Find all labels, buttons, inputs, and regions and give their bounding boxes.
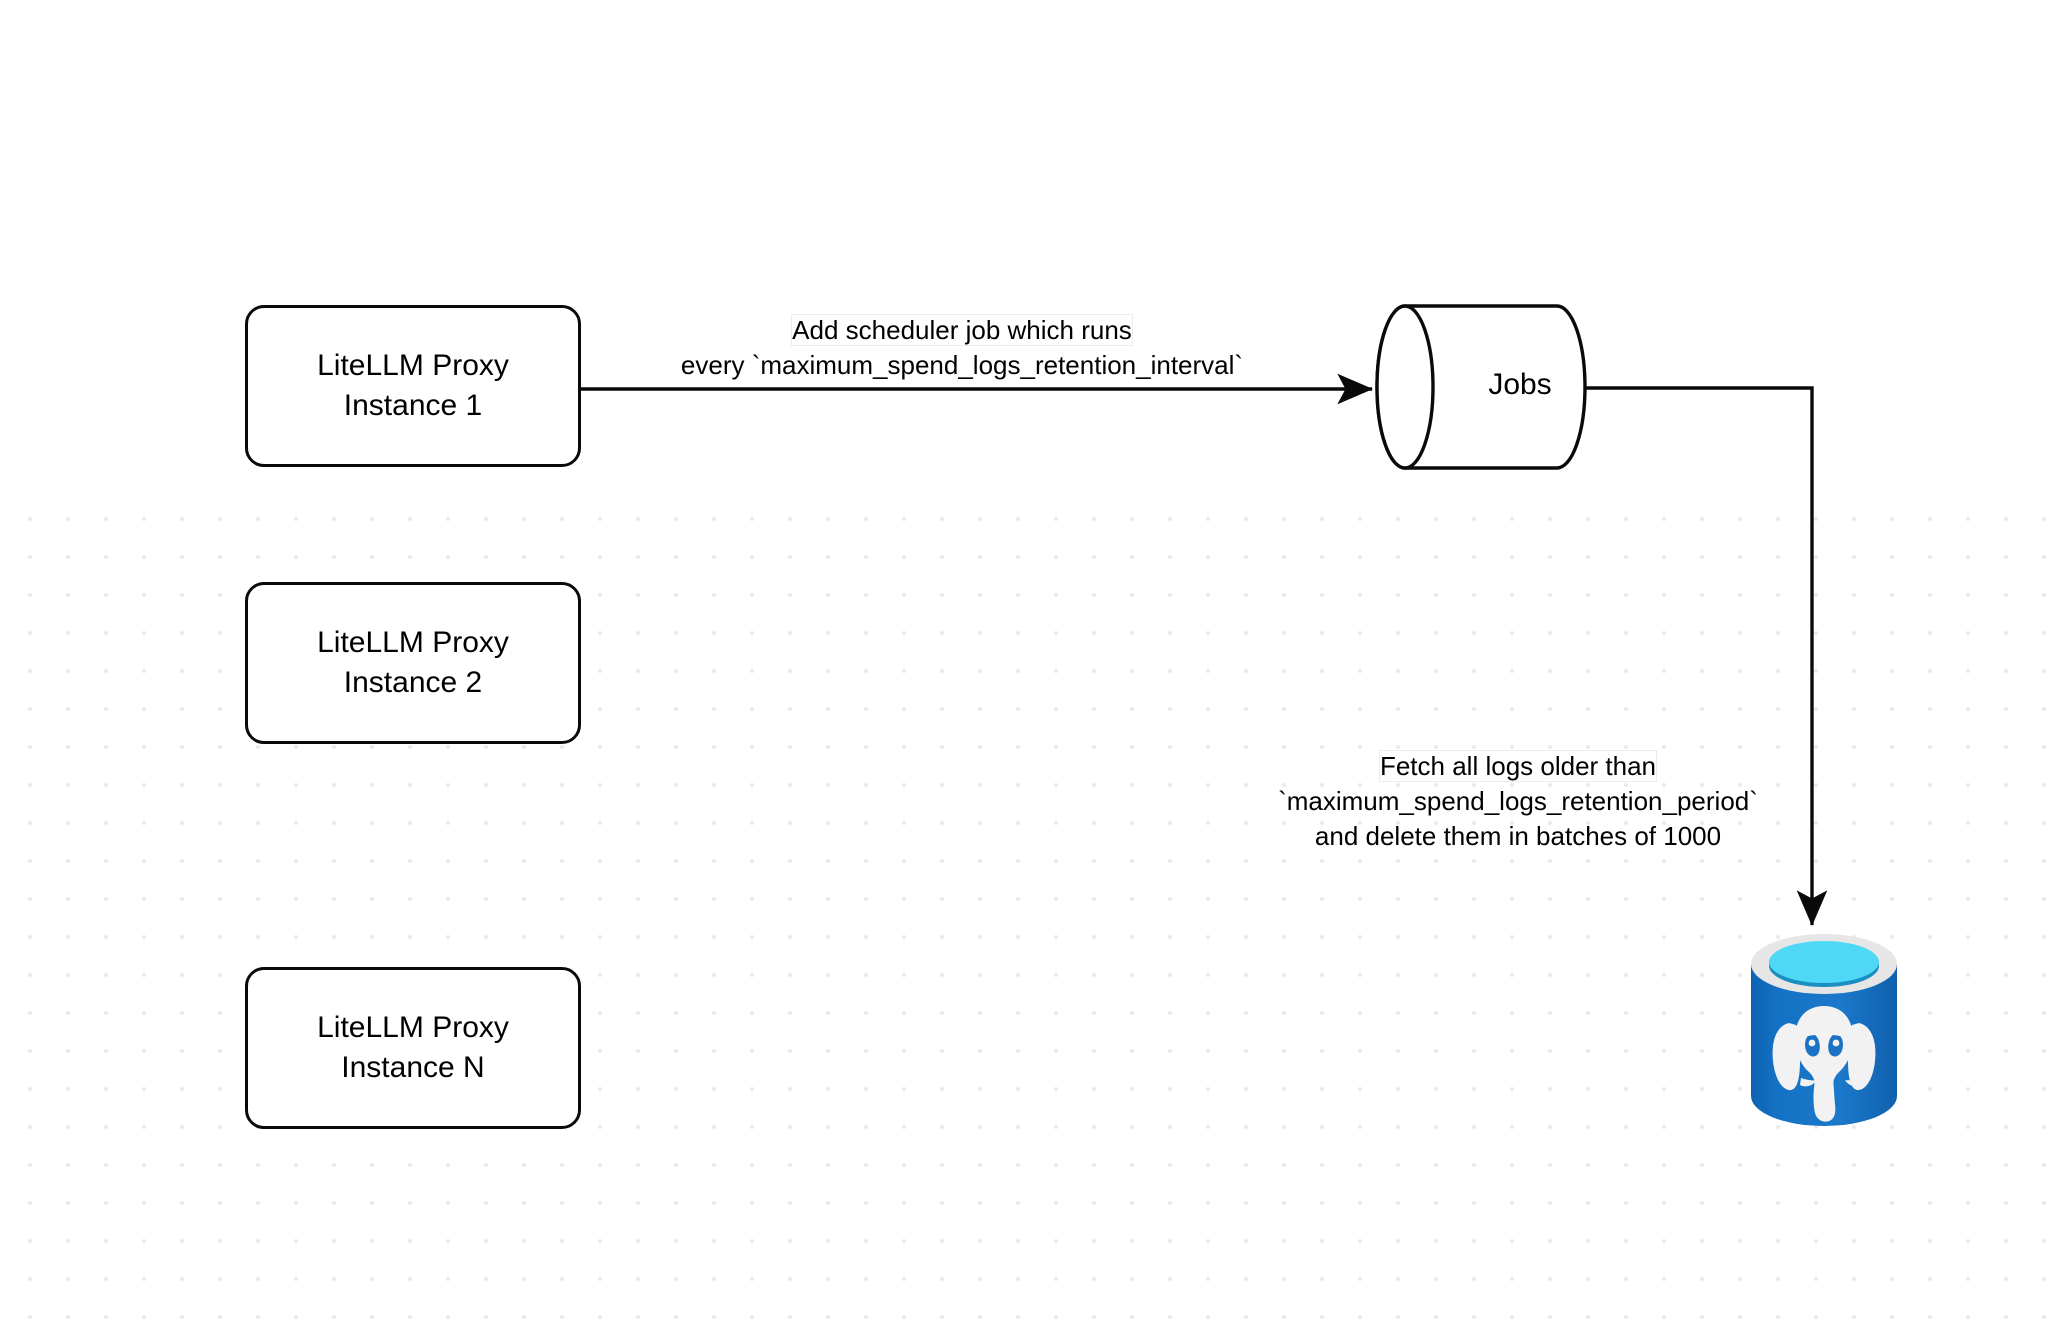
edge-label-line-3: and delete them in batches of 1000: [1314, 821, 1722, 852]
edge-label-add-scheduler-job: Add scheduler job which runs every `maxi…: [612, 313, 1312, 383]
node-label-jobs: Jobs: [1488, 368, 1552, 401]
postgresql-database-icon[interactable]: [1745, 930, 1903, 1135]
node-label-line-2: Instance 1: [343, 389, 483, 422]
node-label-line-1: LiteLLM Proxy: [317, 349, 509, 383]
node-label-line-2: Instance N: [341, 1051, 485, 1084]
node-litellm-proxy-instance-2[interactable]: LiteLLM Proxy Instance 2: [245, 582, 581, 744]
jobs-cylinder-shape: [1375, 304, 1587, 470]
edge-label-fetch-and-delete-logs: Fetch all logs older than `maximum_spend…: [1228, 749, 1808, 854]
node-litellm-proxy-instance-1[interactable]: LiteLLM Proxy Instance 1: [245, 305, 581, 467]
node-label-line-1: LiteLLM Proxy: [317, 1011, 509, 1045]
node-litellm-proxy-instance-n[interactable]: LiteLLM Proxy Instance N: [245, 967, 581, 1129]
node-label-line-1: LiteLLM Proxy: [317, 626, 509, 660]
edge-label-line-1: Fetch all logs older than: [1379, 751, 1657, 781]
edge-label-line-1: Add scheduler job which runs: [792, 315, 1132, 345]
node-label-line-2: Instance 2: [343, 666, 483, 699]
edge-label-line-2: `maximum_spend_logs_retention_period`: [1278, 786, 1758, 817]
edge-label-line-2: every `maximum_spend_logs_retention_inte…: [680, 350, 1244, 381]
connector-jobs-to-database: [1585, 386, 1828, 927]
